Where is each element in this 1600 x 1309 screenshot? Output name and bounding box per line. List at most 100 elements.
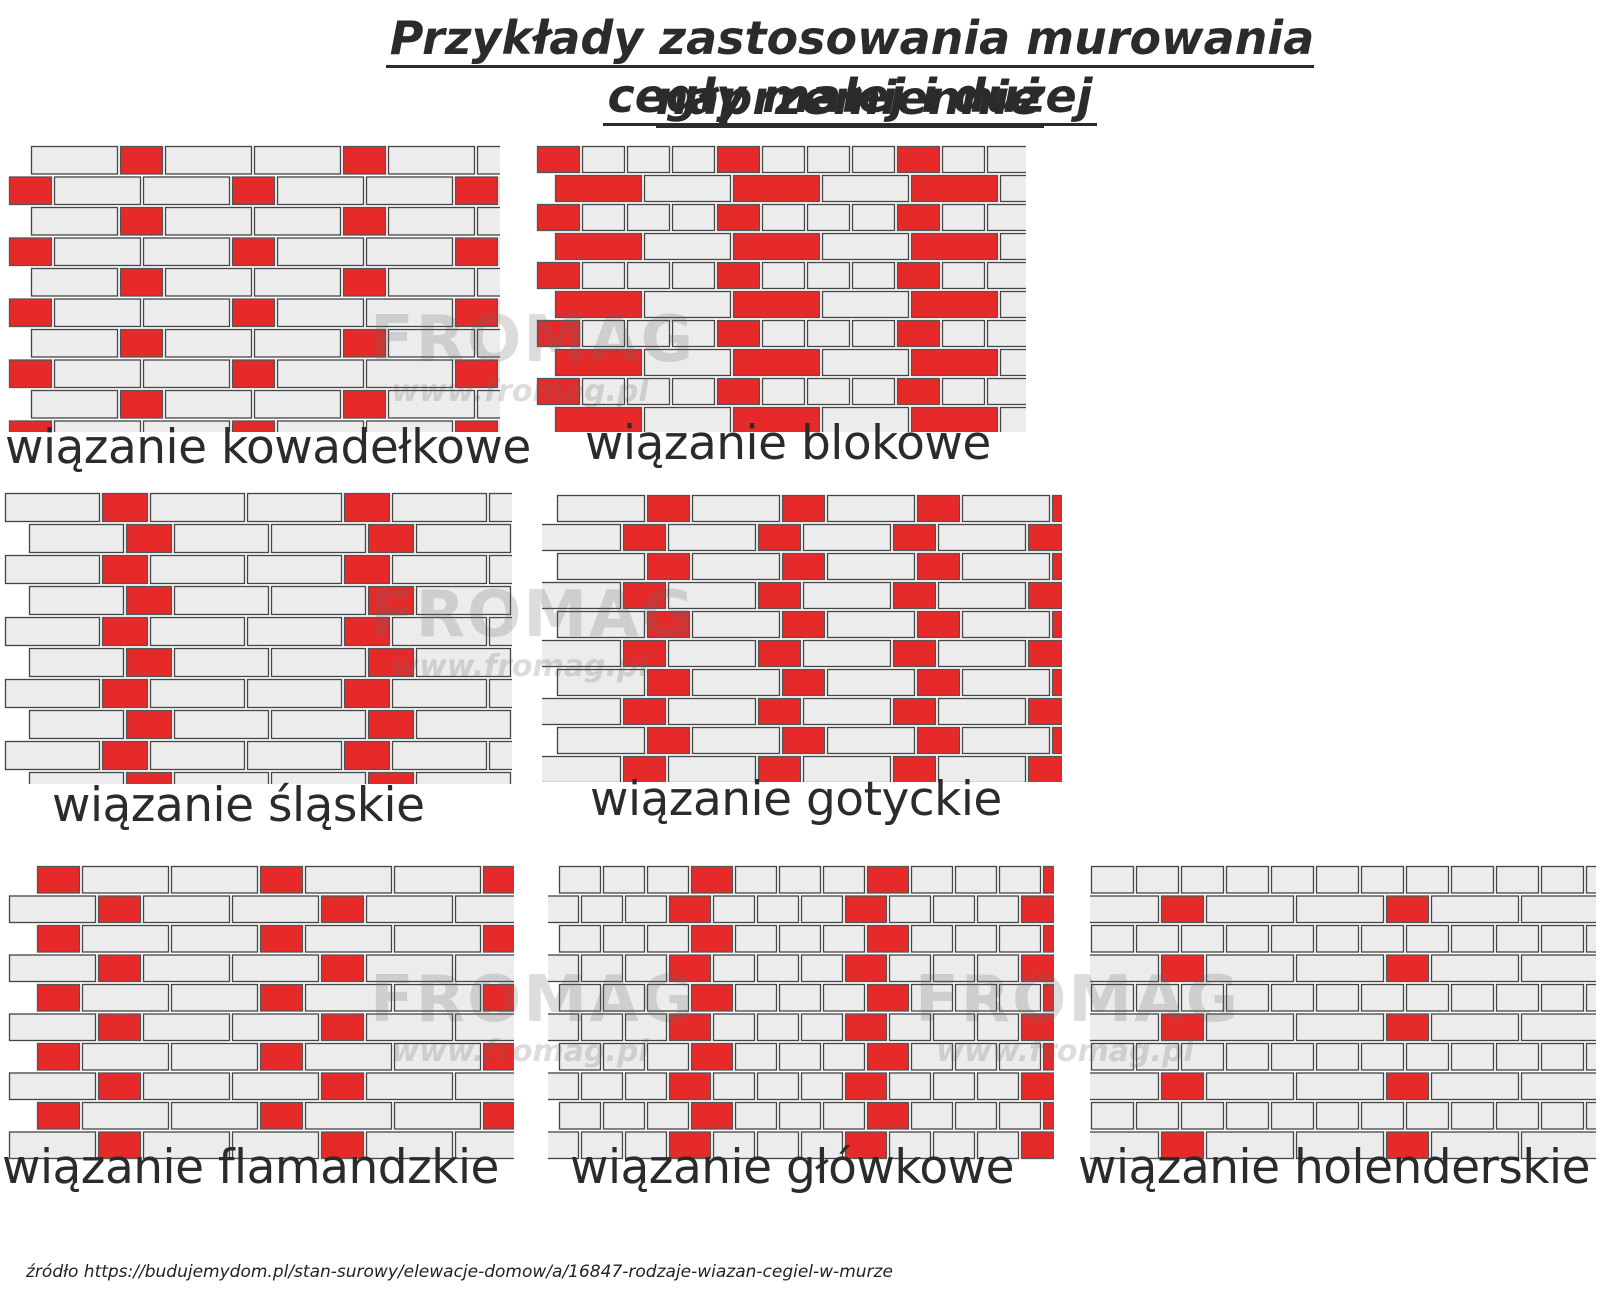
brick-stretcher [667, 755, 757, 782]
brick-header-red [732, 232, 821, 261]
brick-stretcher [1520, 1131, 1596, 1160]
brick-stretcher [712, 1013, 756, 1042]
brick-stretcher [270, 523, 367, 554]
brick-stretcher [393, 1101, 482, 1130]
brick-header-red [1020, 1072, 1054, 1101]
brick-stretcher [821, 232, 910, 261]
brick-header-red [259, 1042, 304, 1071]
brick-header-red [668, 954, 712, 983]
brick-stretcher [761, 319, 806, 348]
brick-header-red [844, 1013, 888, 1042]
brick-stretcher [1205, 1072, 1295, 1101]
brick-stretcher [270, 647, 367, 678]
brick-stretcher [822, 1042, 866, 1071]
brick-stretcher [476, 145, 500, 175]
brick-stretcher [1090, 1013, 1160, 1042]
caption-kowadelkowe: wiązanie kowadełkowe [5, 420, 531, 475]
brick-header-red [8, 237, 53, 267]
brick-stretcher [142, 420, 231, 432]
page-title-line-1: Przykłady zastosowania murowania naprzem… [190, 8, 1510, 128]
brick-stretcher [986, 261, 1026, 290]
brick-header-red [916, 494, 961, 523]
brick-stretcher [30, 145, 119, 175]
brick-stretcher [998, 865, 1042, 894]
bond-diagram-gotyckie [542, 494, 1062, 782]
brick-header-red [1385, 1072, 1430, 1101]
brick-stretcher [253, 267, 342, 297]
brick-stretcher [304, 983, 393, 1012]
brick-stretcher [365, 420, 454, 432]
brick-stretcher [1520, 1013, 1596, 1042]
brick-stretcher [231, 1013, 320, 1042]
brick-stretcher [961, 668, 1051, 697]
brick-header-red [866, 983, 910, 1012]
brick-header-red [690, 1042, 734, 1071]
brick-header-red [732, 174, 821, 203]
brick-header-red [1042, 983, 1054, 1012]
brick-stretcher [1430, 1131, 1520, 1160]
brick-stretcher [998, 983, 1042, 1012]
brick-stretcher [937, 755, 1027, 782]
brick-stretcher [581, 319, 626, 348]
brick-header-red [554, 232, 643, 261]
brick-stretcher [602, 1101, 646, 1130]
brick-stretcher [1450, 924, 1495, 953]
brick-stretcher [1090, 865, 1135, 894]
brick-header-red [1051, 610, 1062, 639]
brick-stretcher [30, 389, 119, 419]
brick-stretcher [1450, 983, 1495, 1012]
brick-header-red [536, 319, 581, 348]
brick-stretcher [387, 145, 476, 175]
brick-stretcher [142, 954, 231, 983]
brick-header-red [916, 552, 961, 581]
brick-stretcher [643, 348, 732, 377]
brick-stretcher [580, 1013, 624, 1042]
brick-stretcher [53, 237, 142, 267]
brick-stretcher [826, 552, 916, 581]
brick-header-red [454, 237, 499, 267]
brick-stretcher [961, 494, 1051, 523]
brick-header-red [896, 319, 941, 348]
brick-stretcher [1405, 924, 1450, 953]
brick-stretcher [142, 895, 231, 924]
brick-header-red [892, 581, 937, 610]
brick-stretcher [712, 1072, 756, 1101]
brick-header-red [910, 348, 999, 377]
brick-stretcher [30, 328, 119, 358]
brick-stretcher [53, 359, 142, 389]
brick-stretcher [4, 492, 101, 523]
brick-stretcher [961, 552, 1051, 581]
brick-stretcher [415, 647, 512, 678]
brick-stretcher [756, 1131, 800, 1160]
brick-header-red [1385, 1013, 1430, 1042]
brick-header-red [1042, 1101, 1054, 1130]
brick-header-red [757, 755, 802, 782]
brick-stretcher [142, 1013, 231, 1042]
brick-stretcher [806, 145, 851, 174]
brick-stretcher [800, 954, 844, 983]
brick-stretcher [173, 647, 270, 678]
brick-stretcher [53, 420, 142, 432]
brick-stretcher [932, 954, 976, 983]
brick-stretcher [954, 1101, 998, 1130]
source-note: źródło https://budujemydom.pl/stan-surow… [26, 1262, 893, 1282]
brick-stretcher [53, 298, 142, 328]
brick-header-red [1027, 697, 1062, 726]
brick-stretcher [932, 1131, 976, 1160]
brick-header-red [8, 359, 53, 389]
brick-stretcher [149, 554, 246, 585]
brick-stretcher [53, 176, 142, 206]
brick-header-red [36, 865, 81, 894]
brick-stretcher [365, 298, 454, 328]
brick-stretcher [488, 678, 512, 709]
brick-header-red [367, 585, 415, 616]
brick-stretcher [393, 865, 482, 894]
brick-stretcher [667, 523, 757, 552]
brick-stretcher [888, 1072, 932, 1101]
brick-stretcher [393, 983, 482, 1012]
brick-stretcher [802, 523, 892, 552]
brick-stretcher [28, 523, 125, 554]
brick-stretcher [1360, 1101, 1405, 1130]
brick-stretcher [387, 328, 476, 358]
brick-stretcher [1205, 895, 1295, 924]
